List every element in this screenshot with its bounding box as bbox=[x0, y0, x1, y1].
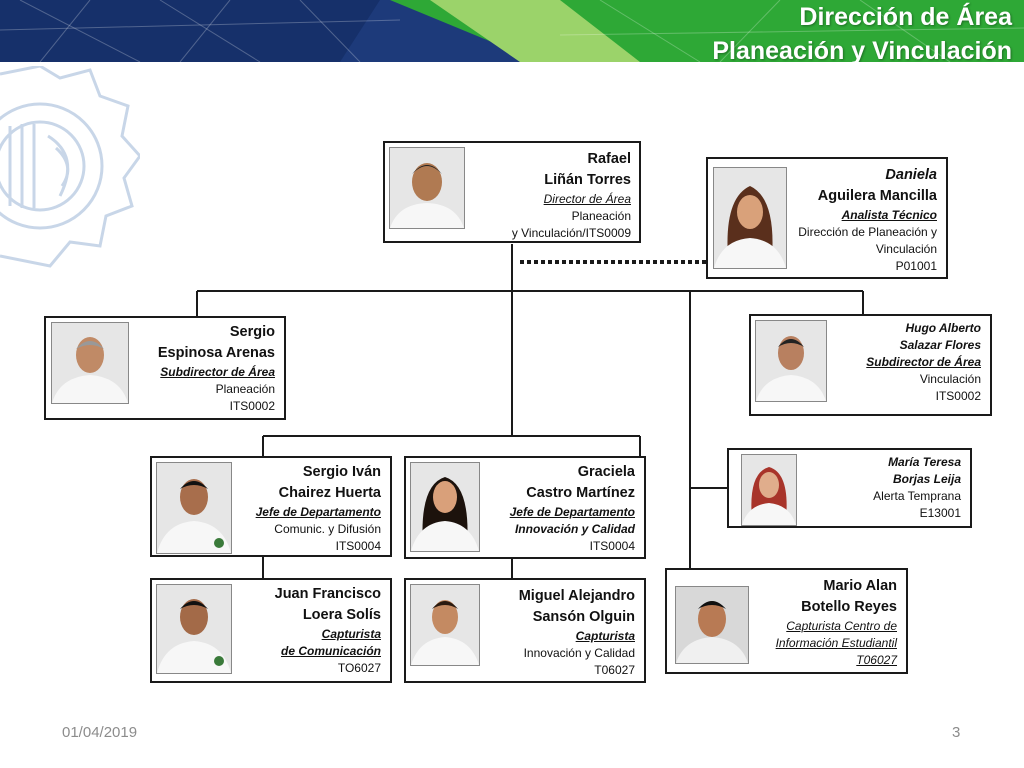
name-last: Botello Reyes bbox=[801, 599, 897, 615]
card-comm-clerk: Juan Francisco Loera Solís Capturista de… bbox=[150, 578, 392, 683]
portrait-photo bbox=[157, 463, 231, 553]
info-sub-planning: Sergio Espinosa Arenas Subdirector de Ár… bbox=[158, 322, 275, 415]
info-sub-link: Hugo Alberto Salazar Flores Subdirector … bbox=[866, 320, 981, 405]
info-comm-clerk: Juan Francisco Loera Solís Capturista de… bbox=[275, 584, 381, 677]
code: ITS0004 bbox=[589, 539, 635, 553]
portrait-photo bbox=[742, 455, 796, 525]
portrait-photo bbox=[157, 585, 231, 673]
portrait-photo bbox=[756, 321, 826, 401]
job-title: Analista Técnico bbox=[841, 208, 937, 222]
name-last: Espinosa Arenas bbox=[157, 345, 275, 361]
portrait-photo bbox=[52, 323, 128, 403]
name-last: Aguilera Mancilla bbox=[817, 188, 937, 204]
photo-comm-clerk bbox=[156, 584, 232, 674]
photo-innov-head bbox=[410, 462, 480, 552]
photo-innov-clerk bbox=[410, 584, 480, 666]
photo-alert bbox=[741, 454, 797, 526]
card-innov-clerk: Miguel Alejandro Sansón Olguin Capturist… bbox=[404, 578, 646, 683]
name-first: Sergio bbox=[229, 324, 275, 340]
institution-logo bbox=[0, 66, 140, 268]
job-title: Capturista bbox=[321, 627, 381, 641]
info-info-clerk: Mario Alan Botello Reyes Capturista Cent… bbox=[776, 576, 897, 669]
portrait-photo bbox=[676, 587, 748, 663]
card-alert: María Teresa Borjas Leija Alerta Tempran… bbox=[727, 448, 972, 528]
area: Alerta Temprana bbox=[873, 489, 961, 503]
card-info-clerk: Mario Alan Botello Reyes Capturista Cent… bbox=[665, 568, 908, 674]
banner-graphic bbox=[0, 0, 1024, 62]
name-first: Daniela bbox=[885, 167, 937, 183]
name-first: Sergio Iván bbox=[302, 464, 381, 480]
portrait-photo bbox=[390, 148, 464, 228]
portrait-photo bbox=[714, 168, 786, 268]
portrait-photo bbox=[411, 585, 479, 665]
code: ITS0004 bbox=[335, 539, 381, 553]
area: Innovación y Calidad bbox=[523, 646, 635, 660]
header-banner: Dirección de Área Planeación y Vinculaci… bbox=[0, 0, 1024, 62]
page-title: Dirección de Área Planeación y Vinculaci… bbox=[712, 0, 1012, 62]
area: Comunic. y Difusión bbox=[274, 522, 381, 536]
card-comm-head: Sergio Iván Chairez Huerta Jefe de Depar… bbox=[150, 456, 392, 557]
title-line-1: Dirección de Área bbox=[799, 3, 1012, 31]
name-last: Castro Martínez bbox=[526, 485, 635, 501]
area-line-1: Planeación bbox=[571, 209, 631, 223]
job-title-line-2: Información Estudiantil bbox=[775, 636, 897, 650]
job-title: Subdirector de Área bbox=[866, 355, 981, 369]
info-alert: María Teresa Borjas Leija Alerta Tempran… bbox=[873, 454, 961, 522]
code: T06027 bbox=[594, 663, 635, 677]
card-innov-head: Graciela Castro Martínez Jefe de Departa… bbox=[404, 456, 646, 559]
info-director: Rafael Liñán Torres Director de Área Pla… bbox=[512, 149, 631, 242]
photo-sub-link bbox=[755, 320, 827, 402]
card-sub-planning: Sergio Espinosa Arenas Subdirector de Ár… bbox=[44, 316, 286, 420]
job-title: Subdirector de Área bbox=[160, 365, 275, 379]
job-title: Capturista bbox=[575, 629, 635, 643]
name-first: Hugo Alberto bbox=[905, 321, 981, 335]
info-analyst: Daniela Aguilera Mancilla Analista Técni… bbox=[798, 165, 937, 275]
name-first: Juan Francisco bbox=[274, 586, 381, 602]
photo-info-clerk bbox=[675, 586, 749, 664]
name-first: Graciela bbox=[577, 464, 635, 480]
area: Innovación y Calidad bbox=[514, 522, 635, 536]
name-first: Rafael bbox=[587, 151, 631, 167]
name-last: Loera Solís bbox=[302, 607, 381, 623]
card-sub-link: Hugo Alberto Salazar Flores Subdirector … bbox=[749, 314, 992, 416]
code: ITS0002 bbox=[935, 389, 981, 403]
job-title: Jefe de Departamento bbox=[255, 505, 381, 519]
name-last: Sansón Olguin bbox=[532, 609, 635, 625]
photo-comm-head bbox=[156, 462, 232, 554]
name-last: Borjas Leija bbox=[892, 472, 961, 486]
name-last: Chairez Huerta bbox=[278, 485, 381, 501]
area-line-1: Dirección de Planeación y bbox=[798, 225, 937, 239]
photo-analyst bbox=[713, 167, 787, 269]
code: TO6027 bbox=[337, 661, 381, 675]
area: Planeación bbox=[215, 382, 275, 396]
name-last: Salazar Flores bbox=[899, 338, 981, 352]
job-title: Director de Área bbox=[543, 192, 631, 206]
photo-director bbox=[389, 147, 465, 229]
area-line-2: y Vinculación/ITS0009 bbox=[511, 226, 631, 240]
area: de Comunicación bbox=[280, 644, 381, 658]
card-director: Rafael Liñán Torres Director de Área Pla… bbox=[383, 141, 641, 243]
footer-date: 01/04/2019 bbox=[62, 724, 138, 741]
card-analyst: Daniela Aguilera Mancilla Analista Técni… bbox=[706, 157, 948, 279]
name-first: Miguel Alejandro bbox=[518, 588, 635, 604]
code: ITS0002 bbox=[229, 399, 275, 413]
code: T06027 bbox=[856, 653, 897, 667]
job-title: Jefe de Departamento bbox=[509, 505, 635, 519]
code: P01001 bbox=[895, 259, 937, 273]
area-line-2: Vinculación bbox=[875, 242, 937, 256]
area: Vinculación bbox=[919, 372, 981, 386]
name-first: María Teresa bbox=[888, 455, 961, 469]
name-first: Mario Alan bbox=[823, 578, 897, 594]
page-number: 3 bbox=[952, 724, 961, 741]
job-title-line-1: Capturista Centro de bbox=[786, 619, 897, 633]
info-comm-head: Sergio Iván Chairez Huerta Jefe de Depar… bbox=[256, 462, 381, 555]
title-line-2: Planeación y Vinculación bbox=[712, 37, 1012, 62]
info-innov-head: Graciela Castro Martínez Jefe de Departa… bbox=[510, 462, 635, 555]
portrait-photo bbox=[411, 463, 479, 551]
photo-sub-planning bbox=[51, 322, 129, 404]
code: E13001 bbox=[919, 506, 961, 520]
info-innov-clerk: Miguel Alejandro Sansón Olguin Capturist… bbox=[519, 586, 635, 679]
name-last: Liñán Torres bbox=[544, 172, 631, 188]
